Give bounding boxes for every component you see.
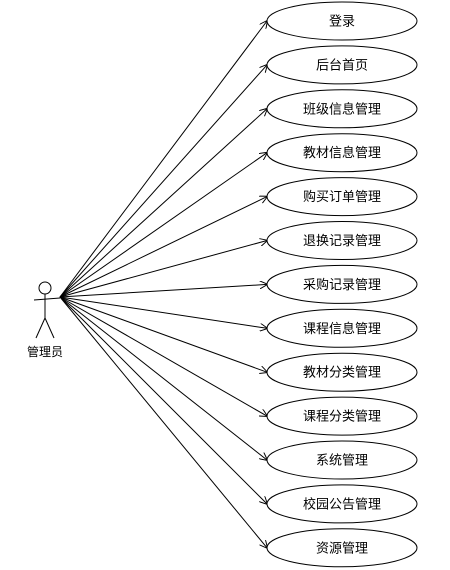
association-line	[59, 296, 267, 416]
use-case-ellipse	[266, 352, 418, 392]
use-case-ellipse	[266, 89, 418, 129]
association-line	[59, 65, 267, 298]
use-case-ellipse	[266, 528, 418, 568]
use-case: 系统管理	[266, 440, 418, 480]
actor-arms	[33, 297, 61, 301]
use-case-ellipse	[266, 440, 418, 480]
association-line	[59, 241, 267, 298]
use-case-ellipse	[266, 308, 418, 348]
use-case-ellipse	[266, 177, 418, 217]
use-case: 资源管理	[266, 528, 418, 568]
use-case-label: 班级信息管理	[303, 101, 381, 117]
association-line	[59, 296, 267, 328]
use-case: 教材信息管理	[266, 133, 418, 173]
association-line	[59, 21, 267, 298]
use-case-label: 后台首页	[316, 58, 368, 73]
associations	[59, 21, 267, 548]
association-line	[59, 296, 267, 504]
use-case: 购买订单管理	[266, 177, 418, 217]
use-case: 登录	[266, 1, 418, 41]
use-case: 采购记录管理	[266, 264, 418, 304]
use-case-label: 教材信息管理	[303, 145, 381, 161]
use-case-label: 资源管理	[316, 541, 368, 556]
use-case-ellipse	[266, 264, 418, 304]
use-case-label: 课程信息管理	[303, 321, 381, 337]
use-case: 退换记录管理	[266, 221, 418, 260]
use-case: 校园公告管理	[266, 484, 418, 524]
use-case-label: 登录	[329, 15, 355, 30]
use-case-ellipse	[266, 45, 418, 85]
use-case: 课程分类管理	[266, 396, 418, 436]
use-case: 班级信息管理	[266, 89, 418, 129]
association-line	[59, 296, 267, 460]
use-cases: 登录后台首页班级信息管理教材信息管理购买订单管理退换记录管理采购记录管理课程信息…	[266, 1, 418, 568]
association-line	[59, 284, 267, 298]
use-case: 课程信息管理	[266, 308, 418, 348]
actor-left-leg	[35, 317, 46, 339]
use-case-label: 购买订单管理	[303, 189, 381, 205]
association-line	[59, 109, 267, 298]
actor-label: 管理员	[27, 344, 63, 359]
use-case-label: 采购记录管理	[303, 277, 381, 293]
use-case-ellipse	[266, 221, 418, 260]
use-case-label: 退换记录管理	[303, 234, 381, 249]
use-case-label: 校园公告管理	[303, 496, 381, 512]
use-case: 教材分类管理	[266, 352, 418, 392]
use-case-label: 系统管理	[316, 454, 368, 469]
actor-head	[38, 281, 52, 295]
association-line	[59, 197, 267, 298]
use-case-ellipse	[266, 484, 418, 524]
actor-right-leg	[44, 317, 55, 339]
use-case-ellipse	[266, 133, 418, 173]
use-case-label: 课程分类管理	[303, 410, 381, 425]
use-case-ellipse	[266, 1, 418, 41]
use-case: 后台首页	[266, 45, 418, 85]
association-line	[59, 296, 267, 372]
use-case-label: 教材分类管理	[303, 365, 381, 381]
actor-figure	[33, 281, 61, 339]
association-line	[59, 153, 267, 298]
association-line	[59, 296, 267, 548]
use-case-ellipse	[266, 396, 418, 436]
